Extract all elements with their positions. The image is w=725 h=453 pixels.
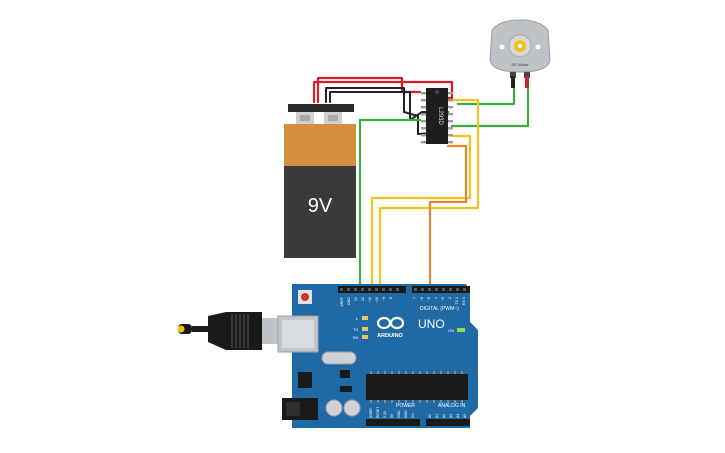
reset-button-icon [301, 293, 309, 301]
pin-label-3: ~3 [441, 297, 445, 301]
pin-label-gnd-1: GND [397, 410, 401, 418]
status-leds: L TX RX ON [353, 316, 465, 340]
top-pin-labels: AREF GND 13 12 ~11 ~10 ~9 8 7 ~6 ~5 4 ~3… [340, 296, 466, 306]
led-l-label: L [356, 316, 359, 321]
led-on-label: ON [448, 328, 454, 333]
pin-label-7: 7 [413, 297, 417, 299]
power-pin-labels: IOREF RESET 3.3V 5V GND GND Vin [369, 407, 415, 418]
wire-green-arduino [358, 118, 422, 286]
battery-9v[interactable]: 9V [284, 104, 356, 258]
motor-terminal-red[interactable] [525, 76, 529, 88]
wires [312, 76, 530, 286]
pin-label-a3: A3 [449, 414, 453, 418]
voltage-regulator [298, 372, 312, 388]
usb-cable-end-icon [177, 325, 185, 333]
battery-top [284, 124, 356, 166]
pin-label-a2: A2 [442, 414, 446, 418]
digital-label: DIGITAL (PWM~) [420, 306, 459, 312]
arduino-brand: ARDUINO [377, 333, 403, 339]
battery-label: 9V [308, 195, 333, 217]
motor-label: DC Motor [511, 62, 529, 67]
wire-black-1 [325, 87, 447, 135]
power-label: POWER [396, 403, 415, 409]
pin-label-a1: A1 [435, 414, 439, 418]
pin-label-9: ~9 [382, 297, 386, 301]
battery-snap [288, 104, 354, 112]
battery-body [284, 166, 356, 258]
capacitor-2 [343, 399, 361, 417]
wire-yellow-1 [370, 134, 472, 286]
pin-label-10: ~10 [375, 297, 379, 303]
pin-label-reset: RESET [376, 407, 380, 418]
pin-label-tx1: TX 1 [455, 297, 459, 305]
power-header [366, 419, 470, 426]
led-rx-label: RX [353, 335, 359, 340]
wire-green-motor-2 [450, 86, 530, 128]
capacitor-1 [325, 399, 343, 417]
arduino-logo-icon [376, 316, 405, 330]
pin-label-5v: 5V [390, 413, 394, 418]
pin-label-ioref: IOREF [369, 408, 373, 418]
crystal [321, 351, 357, 365]
pin-label-rx0: RX 0 [462, 297, 466, 305]
pin-label-a4: A4 [456, 414, 460, 418]
dc-motor[interactable]: DC Motor [489, 19, 551, 88]
motor-terminal-black[interactable] [511, 76, 515, 88]
wire-yellow-2 [378, 98, 480, 286]
pin-label-12: 12 [361, 297, 365, 301]
arduino-model: UNO [418, 317, 445, 331]
chip-pins [421, 92, 453, 144]
led-tx-label: TX [353, 327, 358, 332]
wire-red-2 [312, 80, 454, 104]
analog-pin-labels: A0 A1 A2 A3 A4 A5 [428, 414, 467, 418]
pin-label-2: 2 [448, 297, 452, 299]
pin-label-4: 4 [434, 297, 438, 299]
wire-green-motor-1 [456, 86, 516, 106]
l293d-chip[interactable]: L293D [421, 88, 453, 144]
usb-plug [262, 318, 280, 344]
pin-label-gnd-2: GND [404, 410, 408, 418]
pin-label-gnd: GND [347, 297, 351, 305]
pin-label-6: ~6 [420, 297, 424, 301]
usb-cable[interactable] [177, 312, 281, 350]
pin-label-vin: Vin [411, 413, 415, 418]
chip-label: L293D [437, 107, 443, 125]
atmega-chip [366, 371, 468, 403]
pin-label-13: 13 [354, 297, 358, 301]
pin-label-a0: A0 [428, 414, 432, 418]
pin-label-a5: A5 [463, 414, 467, 418]
wire-orange [428, 144, 468, 286]
pin-label-8: 8 [389, 297, 393, 299]
arduino-uno[interactable]: AREF GND 13 12 ~11 ~10 ~9 8 7 ~6 ~5 4 ~3… [277, 284, 478, 428]
digital-header [338, 286, 470, 293]
pin-label-5: ~5 [427, 297, 431, 301]
analog-label: ANALOG IN [438, 403, 466, 409]
pin-label-aref: AREF [340, 296, 344, 306]
pin-label-3v3: 3.3V [383, 410, 387, 418]
pin-label-11: ~11 [368, 297, 372, 303]
